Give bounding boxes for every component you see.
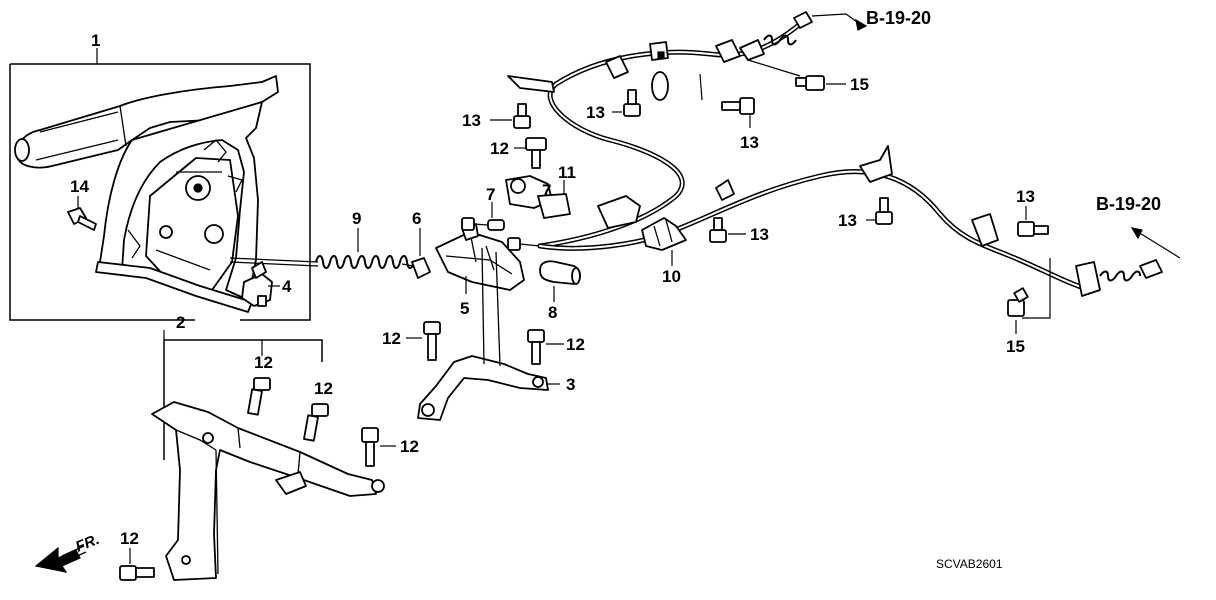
- bolt-12-d: [247, 377, 271, 416]
- bracket-2: [151, 330, 385, 581]
- bolt-13-c: [721, 97, 755, 128]
- cable-end-7a: [461, 202, 505, 231]
- bolt-12-e: [303, 403, 329, 442]
- callout-10: 10: [662, 267, 681, 286]
- bolt-13-d: [709, 217, 746, 243]
- callout-2: 2: [176, 313, 185, 332]
- callout-12-a: 12: [490, 139, 509, 158]
- callout-12-b: 12: [382, 329, 401, 348]
- callout-11: 11: [558, 163, 576, 182]
- bracket-3: [417, 247, 560, 421]
- return-spring-9: [315, 228, 415, 269]
- bolt-13-b: [612, 89, 641, 117]
- bolt-12-b: [406, 321, 441, 361]
- callout-13-e: 13: [838, 211, 857, 230]
- callout-15-a: 15: [850, 75, 869, 94]
- clip-6: [411, 228, 431, 279]
- grommet-8: [539, 260, 581, 302]
- bolt-13-a: [490, 103, 531, 129]
- callout-9: 9: [352, 209, 361, 228]
- bolt-12-f: [361, 427, 396, 467]
- equalizer-5: [435, 223, 525, 294]
- callout-8: 8: [548, 303, 557, 322]
- right-rear-brake-cable: [537, 145, 1181, 319]
- callout-12-g: 12: [120, 529, 139, 548]
- lever-assembly-box: [9, 48, 311, 321]
- bolt-13-e: [866, 197, 893, 225]
- bolt-13-f: [1017, 206, 1049, 237]
- reference-label-top: B-19-20: [866, 8, 931, 28]
- callout-13-c: 13: [740, 133, 759, 152]
- callout-5: 5: [460, 299, 469, 318]
- bolt-15-a: [795, 75, 846, 91]
- callout-1: 1: [91, 31, 100, 50]
- front-label: FR.: [73, 531, 102, 556]
- callout-13-f: 13: [1016, 187, 1035, 206]
- callout-13-d: 13: [750, 225, 769, 244]
- callouts: 1 2 3 4 5 6 7 7 8 9 10 11 12 12 12 12 12…: [70, 31, 1035, 548]
- callout-7a: 7: [486, 185, 495, 204]
- left-rear-brake-cable: [507, 11, 868, 249]
- bolt-12-g: [119, 548, 155, 581]
- callout-3: 3: [566, 375, 575, 394]
- front-direction-arrow: FR.: [34, 531, 102, 573]
- callout-12-d: 12: [254, 353, 273, 372]
- parking-brake-lever: [14, 75, 319, 313]
- callout-4: 4: [282, 277, 292, 296]
- callout-15-b: 15: [1006, 337, 1025, 356]
- bolt-12-c: [527, 329, 564, 365]
- callout-12-f: 12: [400, 437, 419, 456]
- callout-12-c: 12: [566, 335, 585, 354]
- reference-label-right: B-19-20: [1096, 194, 1161, 214]
- callout-13-b: 13: [586, 103, 605, 122]
- callout-7b: 7: [542, 181, 551, 200]
- bolt-14: [67, 196, 97, 231]
- callout-13-a: 13: [462, 111, 481, 130]
- callout-6: 6: [412, 209, 421, 228]
- brake-switch-4: [241, 261, 280, 307]
- diagram-code: SCVAB2601: [936, 557, 1003, 571]
- cable-end-7b: [507, 200, 549, 251]
- bolt-15-b: [1007, 287, 1029, 334]
- callout-12-e: 12: [314, 379, 333, 398]
- callout-14: 14: [70, 177, 89, 196]
- cable-guide-11: [505, 175, 571, 219]
- bolt-12-a: [514, 137, 547, 169]
